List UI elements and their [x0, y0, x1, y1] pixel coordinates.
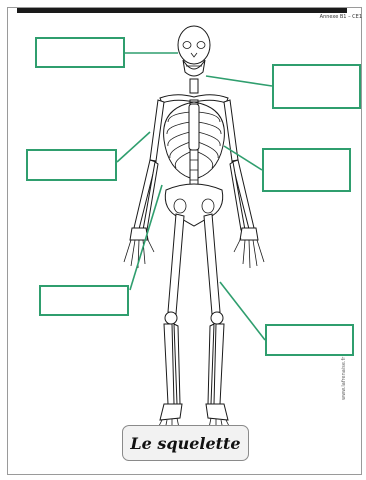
- connector-tibia: [220, 282, 265, 340]
- label-box-crane[interactable]: [35, 37, 125, 68]
- connector-cotes: [224, 146, 262, 170]
- connector-machoire: [206, 76, 272, 86]
- label-box-machoire[interactable]: [272, 64, 361, 109]
- credit-text: www.lafrenaise.fr: [341, 357, 347, 400]
- label-box-cotes[interactable]: [262, 148, 351, 192]
- label-box-femur[interactable]: [39, 285, 129, 316]
- page-title: Le squelette: [130, 434, 240, 453]
- title-box: Le squelette: [122, 425, 249, 461]
- label-box-tibia[interactable]: [265, 324, 354, 356]
- label-box-humerus[interactable]: [26, 149, 117, 181]
- connector-humerus: [117, 132, 150, 162]
